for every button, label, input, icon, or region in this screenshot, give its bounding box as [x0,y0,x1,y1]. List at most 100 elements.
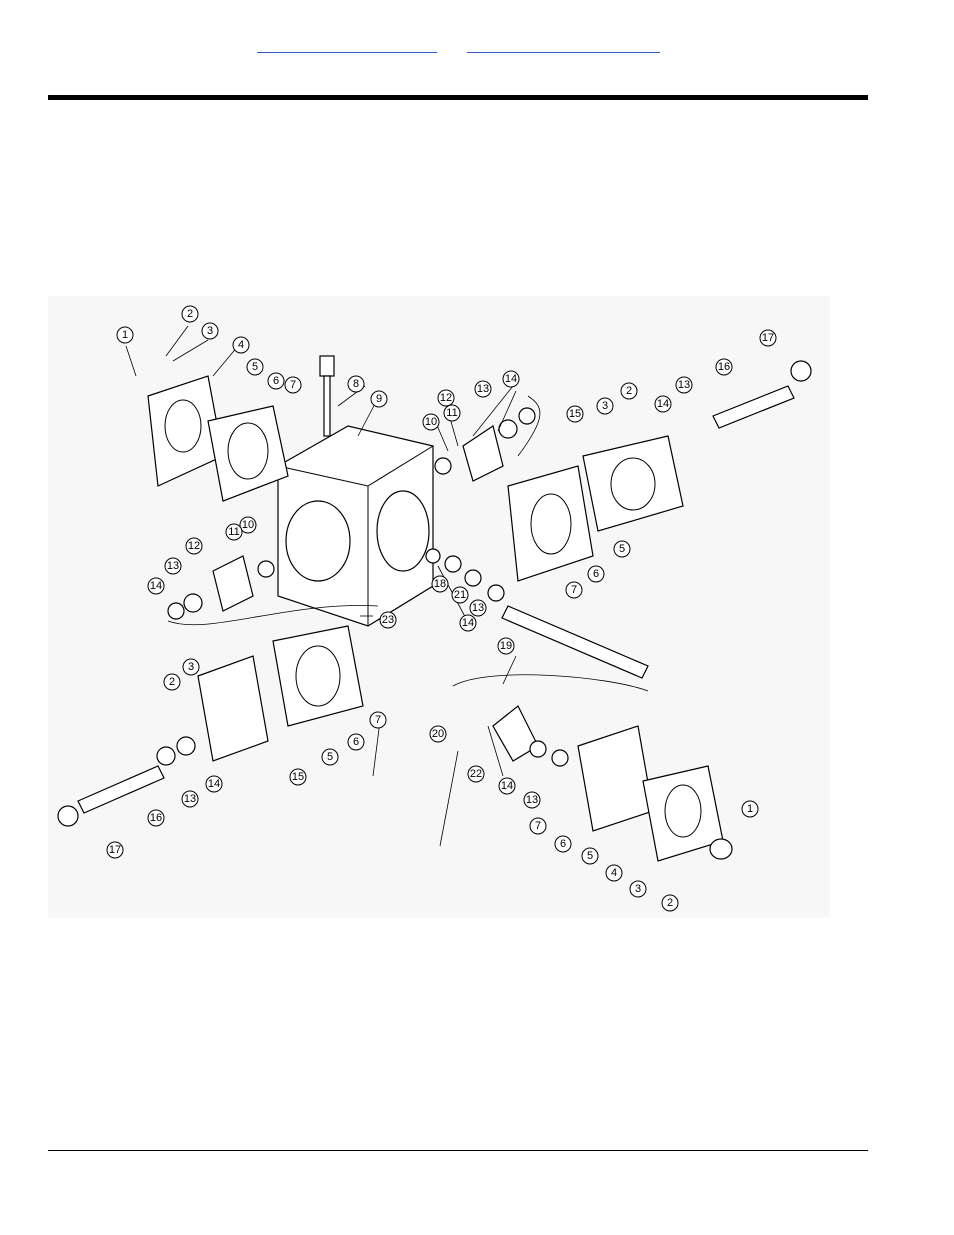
callout-number: 7 [571,584,577,596]
callout-11: 11 [444,405,460,421]
callout-number: 6 [593,568,599,580]
callout-18: 18 [432,576,448,592]
callout-number: 16 [150,812,162,824]
callout-number: 2 [187,308,193,320]
callout-13: 13 [182,791,198,807]
callout-3: 3 [183,659,199,675]
callout-number: 9 [376,393,382,405]
callout-14: 14 [655,396,671,412]
header-rule [48,95,868,100]
callout-6: 6 [268,373,284,389]
callout-17: 17 [760,330,776,346]
callout-10: 10 [240,517,256,533]
callout-2: 2 [182,306,198,322]
upper-left-cover [148,376,288,501]
callout-15: 15 [290,769,306,785]
callout-1: 1 [742,801,758,817]
callout-number: 21 [454,589,466,601]
callout-13: 13 [475,381,491,397]
callout-number: 14 [505,373,517,385]
callout-1: 1 [117,327,133,343]
callout-number: 10 [242,519,254,531]
lower-right-assembly [493,706,732,861]
callout-number: 14 [462,617,474,629]
callout-number: 5 [619,543,625,555]
callout-7: 7 [285,377,301,393]
callout-14: 14 [206,776,222,792]
callout-14: 14 [148,578,164,594]
callout-number: 3 [188,661,194,673]
flow-path-top [518,396,540,456]
callout-8: 8 [348,376,364,392]
callout-2: 2 [662,895,678,911]
callout-12: 12 [186,538,202,554]
callout-6: 6 [588,566,604,582]
callout-number: 17 [762,332,774,344]
callout-17: 17 [107,842,123,858]
callout-number: 4 [611,867,617,879]
callout-10: 10 [423,414,439,430]
callout-number: 6 [560,838,566,850]
callout-number: 10 [425,416,437,428]
callout-number: 18 [434,578,446,590]
lower-left-cover [157,626,363,765]
callout-14: 14 [503,371,519,387]
callout-number: 14 [501,780,513,792]
callout-13: 13 [165,558,181,574]
callout-7: 7 [370,712,386,728]
callout-number: 5 [587,850,593,862]
callout-4: 4 [233,337,249,353]
nav-link-right[interactable] [467,38,660,53]
left-bevel-gear [168,556,274,619]
upper-right-cover [508,436,683,581]
callout-number: 11 [446,407,457,419]
callout-number: 14 [657,398,669,410]
callout-number: 12 [440,392,452,404]
callout-5: 5 [582,848,598,864]
callout-9: 9 [371,391,387,407]
callout-number: 13 [678,379,690,391]
callout-number: 19 [500,640,512,652]
gearbox-housing [278,426,433,626]
callout-14: 14 [460,615,476,631]
callout-number: 14 [150,580,162,592]
callout-13: 13 [470,600,486,616]
callout-23: 23 [380,612,396,628]
callout-12: 12 [438,390,454,406]
callout-number: 2 [169,676,175,688]
callout-number: 4 [238,339,244,351]
nav-link-left[interactable] [257,38,437,53]
callout-7: 7 [530,818,546,834]
callout-22: 22 [468,766,484,782]
callout-15: 15 [567,406,583,422]
callout-11: 11 [226,524,242,540]
callout-number: 8 [353,378,359,390]
callout-3: 3 [597,398,613,414]
callout-6: 6 [555,836,571,852]
callout-number: 2 [667,897,673,909]
callout-number: 14 [208,778,220,790]
callout-7: 7 [566,582,582,598]
callout-number: 15 [569,408,581,420]
callout-3: 3 [202,323,218,339]
callout-6: 6 [348,734,364,750]
callout-number: 1 [747,803,753,815]
callout-number: 6 [273,375,279,387]
callout-number: 13 [167,560,179,572]
callout-4: 4 [606,865,622,881]
callout-number: 22 [470,768,482,780]
callout-number: 12 [188,540,200,552]
exploded-view-drawing: 1234567891011121314151617321413567182113… [48,296,830,918]
callout-number: 7 [290,379,296,391]
callout-number: 7 [375,714,381,726]
callout-number: 5 [252,361,258,373]
callout-14: 14 [499,778,515,794]
callout-21: 21 [452,587,468,603]
callout-number: 13 [184,793,196,805]
callout-16: 16 [148,810,164,826]
callout-19: 19 [498,638,514,654]
flow-path-right [453,675,648,691]
callout-number: 15 [292,771,304,783]
callout-number: 13 [526,794,538,806]
callout-5: 5 [322,749,338,765]
